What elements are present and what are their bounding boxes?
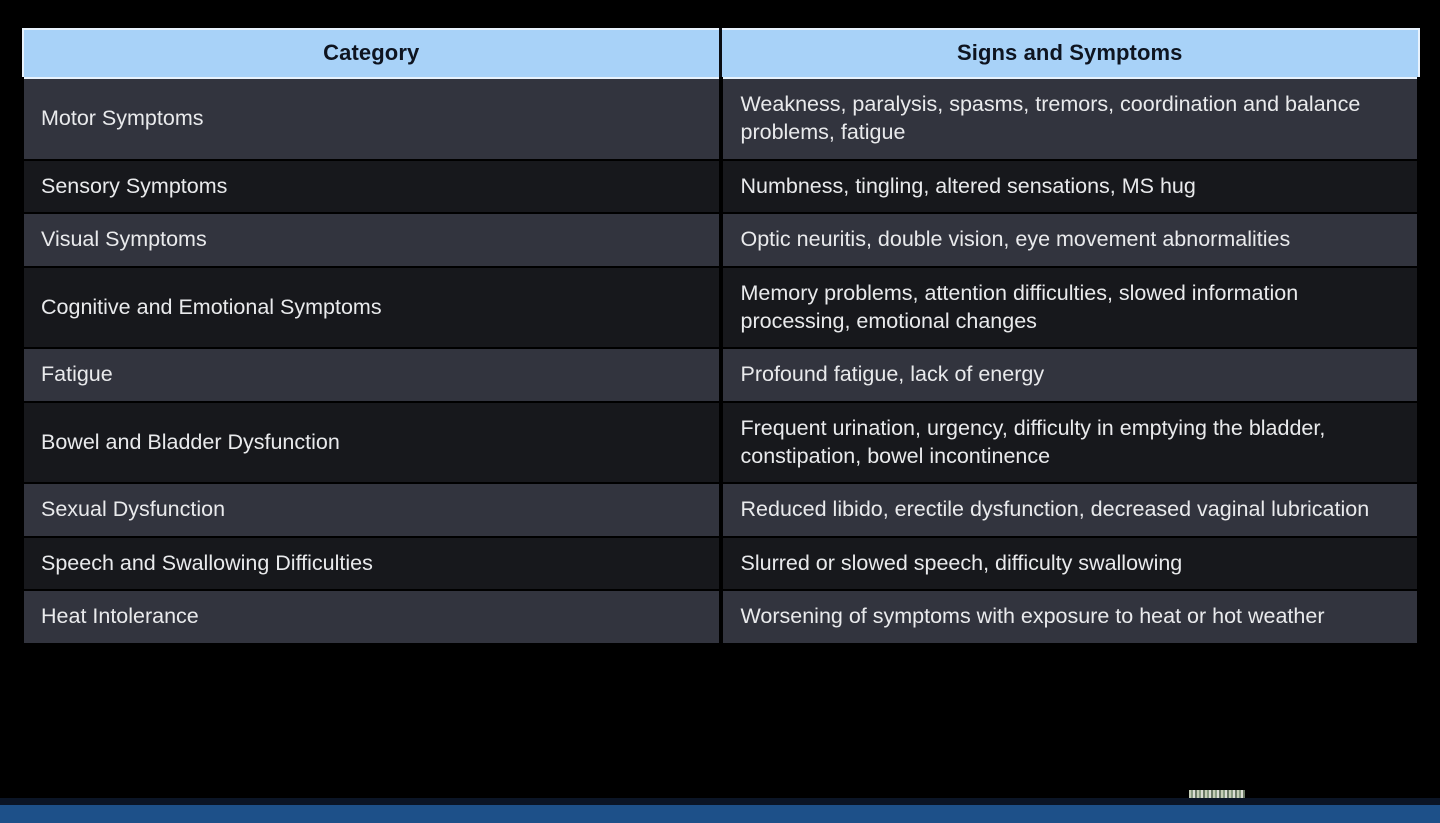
cell-category: Bowel and Bladder Dysfunction [21, 400, 723, 485]
cell-signs-and-symptoms: Worsening of symptoms with exposure to h… [719, 589, 1420, 645]
bottom-bar-shade [0, 798, 1440, 805]
column-header-category: Category [21, 28, 722, 79]
cell-category: Speech and Swallowing Difficulties [21, 535, 723, 592]
cell-category: Cognitive and Emotional Symptoms [21, 265, 723, 350]
table-header: Category Signs and Symptoms [21, 28, 1420, 79]
symptoms-table: Category Signs and Symptoms Motor Sympto… [21, 28, 1420, 645]
cell-signs-and-symptoms: Memory problems, attention difficulties,… [719, 265, 1420, 350]
cell-signs-and-symptoms: Optic neuritis, double vision, eye movem… [719, 212, 1420, 268]
column-header-signs-and-symptoms: Signs and Symptoms [719, 28, 1420, 79]
cell-signs-and-symptoms: Numbness, tingling, altered sensations, … [719, 158, 1420, 215]
cell-category: Sensory Symptoms [21, 158, 723, 215]
cell-signs-and-symptoms: Reduced libido, erectile dysfunction, de… [719, 482, 1420, 538]
cell-signs-and-symptoms: Frequent urination, urgency, difficulty … [719, 400, 1420, 485]
cell-signs-and-symptoms: Slurred or slowed speech, difficulty swa… [719, 535, 1420, 592]
table-header-row: Category Signs and Symptoms [21, 28, 1420, 79]
cell-category: Sexual Dysfunction [21, 482, 723, 538]
cell-category: Heat Intolerance [21, 589, 723, 645]
cell-category: Motor Symptoms [21, 77, 723, 161]
cell-signs-and-symptoms: Weakness, paralysis, spasms, tremors, co… [719, 77, 1420, 161]
cell-category: Visual Symptoms [21, 212, 723, 268]
cell-signs-and-symptoms: Profound fatigue, lack of energy [719, 347, 1420, 403]
cell-category: Fatigue [21, 347, 723, 403]
bottom-status-bar [0, 805, 1440, 823]
